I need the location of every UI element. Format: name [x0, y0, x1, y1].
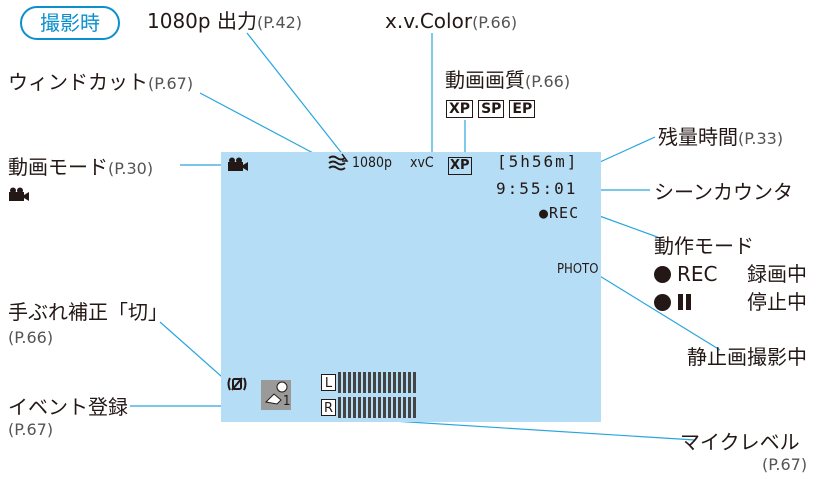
- label-remaining-text: 残量時間: [658, 125, 738, 149]
- operation-mode-pause-row: 停止中: [654, 290, 807, 314]
- mic-meter-left: L: [321, 372, 416, 393]
- label-1080p-ref: (P.42): [257, 13, 302, 32]
- quality-option-sp: SP: [478, 100, 504, 118]
- event-icon: 1: [261, 380, 291, 410]
- rec-text: REC: [677, 262, 747, 286]
- label-mic-level-ref: (P.67): [762, 455, 807, 474]
- meter-left-label: L: [321, 374, 336, 391]
- meter-segment: [368, 372, 371, 393]
- meter-segment: [348, 397, 351, 418]
- meter-segment: [383, 397, 386, 418]
- meter-segment: [353, 372, 356, 393]
- meter-segment: [353, 397, 356, 418]
- line-rec: [594, 214, 660, 238]
- label-video-mode: 動画モード(P.30): [8, 155, 153, 181]
- meter-segment: [403, 397, 406, 418]
- label-stabilizer-ref: (P.66): [8, 328, 53, 347]
- label-event-register: イベント登録: [8, 395, 128, 419]
- label-windcut: ウィンドカット(P.67): [8, 70, 193, 96]
- label-mic-level: マイクレベル: [680, 430, 800, 454]
- meter-segment: [343, 397, 346, 418]
- label-xvcolor-text: x.v.Color: [385, 9, 472, 33]
- osd-photo: PHOTO: [557, 262, 598, 277]
- label-quality-text: 動画画質: [445, 68, 525, 92]
- meter-segment: [393, 397, 396, 418]
- label-video-mode-text: 動画モード: [8, 155, 108, 179]
- label-xvcolor: x.v.Color(P.66): [385, 9, 517, 35]
- osd-rec: ●REC: [539, 204, 579, 222]
- meter-segment: [343, 372, 346, 393]
- meter-segment: [363, 397, 366, 418]
- meter-segment: [378, 372, 381, 393]
- label-windcut-ref: (P.67): [148, 74, 193, 93]
- rec-dot-icon: [654, 266, 671, 283]
- meter-segment: [413, 372, 416, 393]
- meter-segment: [398, 372, 401, 393]
- meter-segment: [408, 397, 411, 418]
- quality-option-xp: XP: [446, 100, 473, 118]
- meter-segment: [408, 372, 411, 393]
- meter-segment: [373, 372, 376, 393]
- osd-resolution: 1080p: [352, 155, 392, 171]
- pause-icon: [675, 294, 747, 310]
- meter-segment: [363, 372, 366, 393]
- camera-screen: 1080p xvC XP [5h56m] 9:55:01 ●REC PHOTO …: [221, 152, 601, 422]
- label-remaining-time: 残量時間(P.33): [658, 125, 783, 151]
- pause-meaning: 停止中: [747, 290, 807, 314]
- label-windcut-text: ウィンドカット: [8, 70, 148, 94]
- meter-segment: [393, 372, 396, 393]
- stabilizer-off-icon: [227, 376, 247, 396]
- rec-meaning: 録画中: [747, 262, 807, 286]
- label-operation-mode: 動作モード: [654, 234, 754, 258]
- label-still-capture: 静止画撮影中: [687, 345, 807, 369]
- label-stabilizer: 手ぶれ補正「切」: [8, 300, 168, 324]
- meter-segment: [388, 397, 391, 418]
- label-event-ref: (P.67): [8, 420, 53, 439]
- mic-meter-right: R: [321, 397, 416, 418]
- quality-options: XP SP EP: [446, 98, 540, 118]
- meter-segment: [378, 397, 381, 418]
- meter-segment: [413, 397, 416, 418]
- label-quality-ref: (P.66): [525, 72, 570, 91]
- meter-segment: [383, 372, 386, 393]
- label-video-mode-ref: (P.30): [108, 159, 153, 178]
- event-number: 1: [283, 394, 290, 409]
- meter-segment: [388, 372, 391, 393]
- line-1080p: [247, 33, 355, 170]
- shooting-mode-badge: 撮影時: [20, 6, 120, 40]
- osd-quality-box: XP: [448, 154, 472, 175]
- meter-segment: [348, 372, 351, 393]
- video-mode-osd-icon: [227, 156, 249, 175]
- meter-segment: [358, 397, 361, 418]
- quality-option-ep: EP: [509, 100, 535, 118]
- meter-segment: [338, 372, 341, 393]
- meter-right-bars: [338, 397, 416, 418]
- windcut-icon: [327, 152, 349, 178]
- meter-segment: [338, 397, 341, 418]
- osd-xvc: xvC: [410, 155, 434, 171]
- meter-segment: [358, 372, 361, 393]
- osd-scene-counter: 9:55:01: [496, 179, 577, 198]
- label-1080p-text: 1080p 出力: [147, 9, 257, 33]
- label-remaining-ref: (P.33): [738, 129, 783, 148]
- meter-segment: [398, 397, 401, 418]
- label-xvcolor-ref: (P.66): [472, 13, 517, 32]
- meter-segment: [368, 397, 371, 418]
- label-scene-counter: シーンカウンタ: [654, 180, 793, 204]
- osd-remaining-time: [5h56m]: [497, 152, 578, 171]
- video-mode-icon: [8, 186, 30, 205]
- operation-mode-rec-row: REC 録画中: [654, 262, 807, 286]
- label-1080p-output: 1080p 出力(P.42): [147, 9, 302, 35]
- pause-dot-icon: [654, 294, 671, 311]
- meter-left-bars: [338, 372, 416, 393]
- meter-segment: [403, 372, 406, 393]
- osd-quality: XP: [448, 157, 472, 175]
- line-remaining: [600, 137, 655, 162]
- line-stabilizer: [160, 322, 230, 384]
- meter-segment: [373, 397, 376, 418]
- meter-right-label: R: [321, 399, 336, 416]
- label-video-quality: 動画画質(P.66): [445, 68, 570, 94]
